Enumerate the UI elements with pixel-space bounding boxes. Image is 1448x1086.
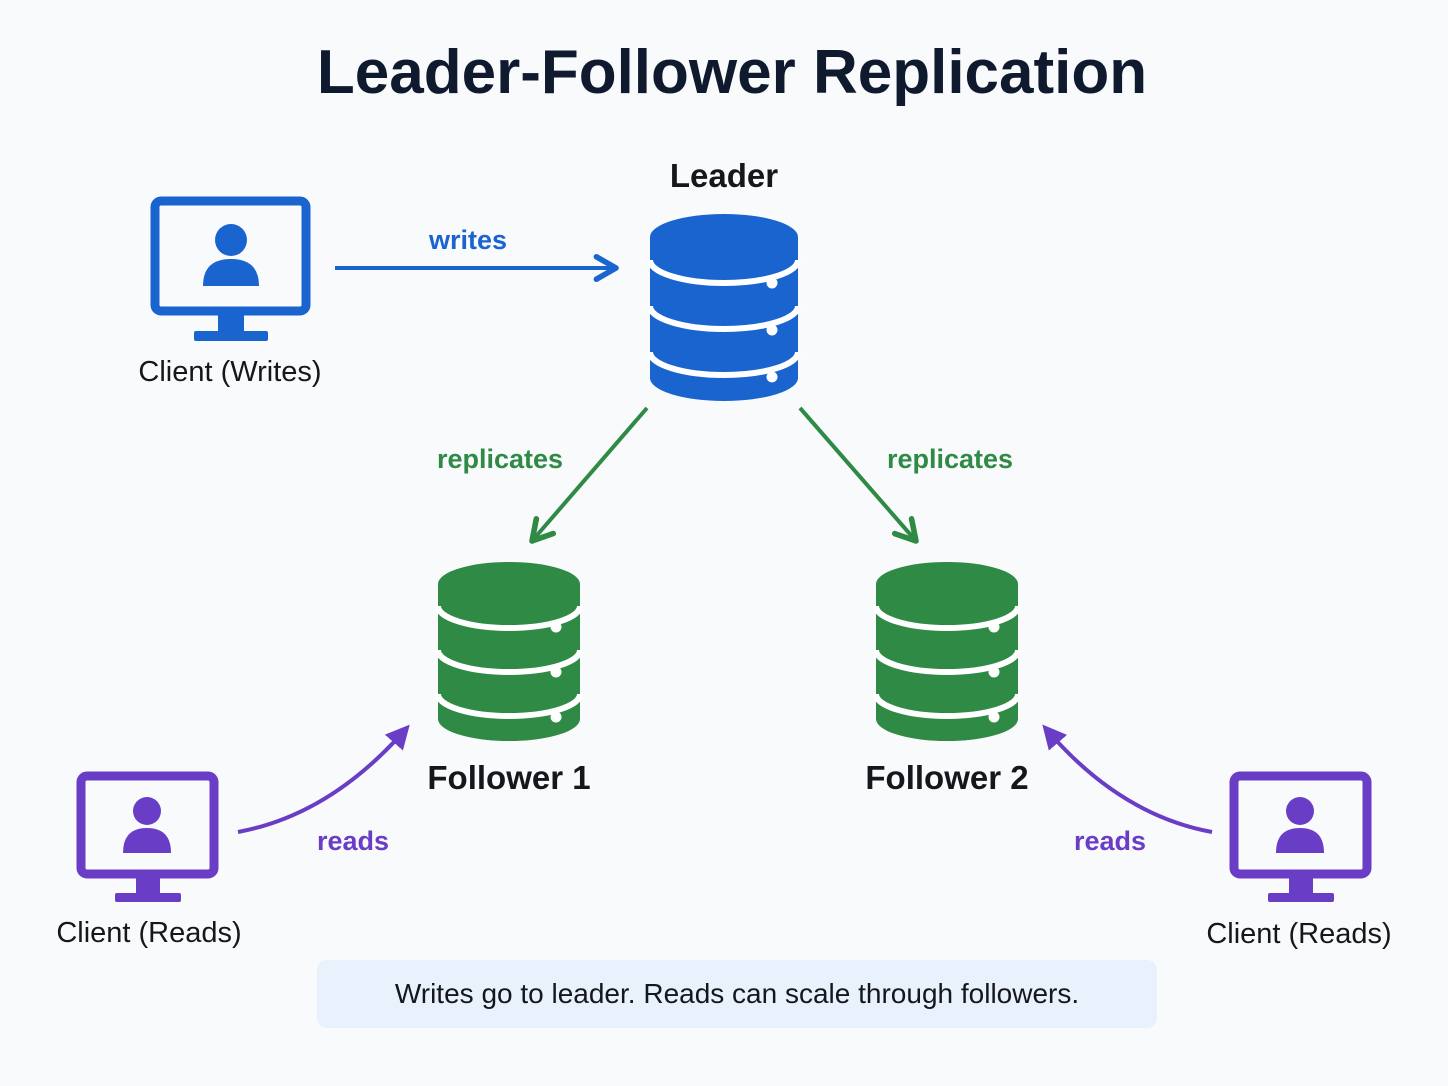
edge-replicates-left: replicates [437, 406, 649, 544]
leader-node: Leader [647, 157, 801, 401]
client-reads-left-node: Client (Reads) [56, 771, 242, 949]
replicates-left-arrow [529, 406, 649, 544]
edge-reads-left: reads [237, 724, 410, 856]
replicates-right-arrow [798, 406, 919, 544]
monitor-user-icon [150, 196, 311, 341]
client-writes-label: Client (Writes) [138, 356, 321, 388]
database-icon [647, 214, 801, 401]
diagram-title: Leader-Follower Replication [317, 38, 1147, 107]
follower-2-label: Follower 2 [865, 759, 1028, 796]
edge-replicates-right: replicates [798, 406, 1013, 544]
client-reads-left-label: Client (Reads) [56, 917, 241, 949]
writes-label: writes [428, 225, 507, 255]
replicates-right-label: replicates [887, 444, 1013, 474]
reads-right-label: reads [1074, 826, 1146, 856]
client-writes-node: Client (Writes) [138, 196, 322, 388]
reads-left-label: reads [317, 826, 389, 856]
caption-text: Writes go to leader. Reads can scale thr… [394, 978, 1080, 1009]
reads-left-arrow [237, 724, 410, 834]
leader-label: Leader [670, 157, 778, 194]
reads-right-arrow [1042, 724, 1213, 834]
database-icon [873, 562, 1021, 741]
follower-2-node: Follower 2 [865, 562, 1029, 796]
replicates-left-label: replicates [437, 444, 563, 474]
caption-box: Writes go to leader. Reads can scale thr… [317, 960, 1157, 1028]
edge-reads-right: reads [1042, 724, 1213, 856]
monitor-user-icon [76, 771, 219, 902]
database-icon [435, 562, 583, 741]
client-reads-right-label: Client (Reads) [1206, 918, 1391, 950]
follower-1-label: Follower 1 [427, 759, 590, 796]
monitor-user-icon [1229, 771, 1372, 902]
edge-writes: writes [335, 225, 619, 282]
follower-1-node: Follower 1 [427, 562, 591, 796]
client-reads-right-node: Client (Reads) [1206, 771, 1392, 950]
